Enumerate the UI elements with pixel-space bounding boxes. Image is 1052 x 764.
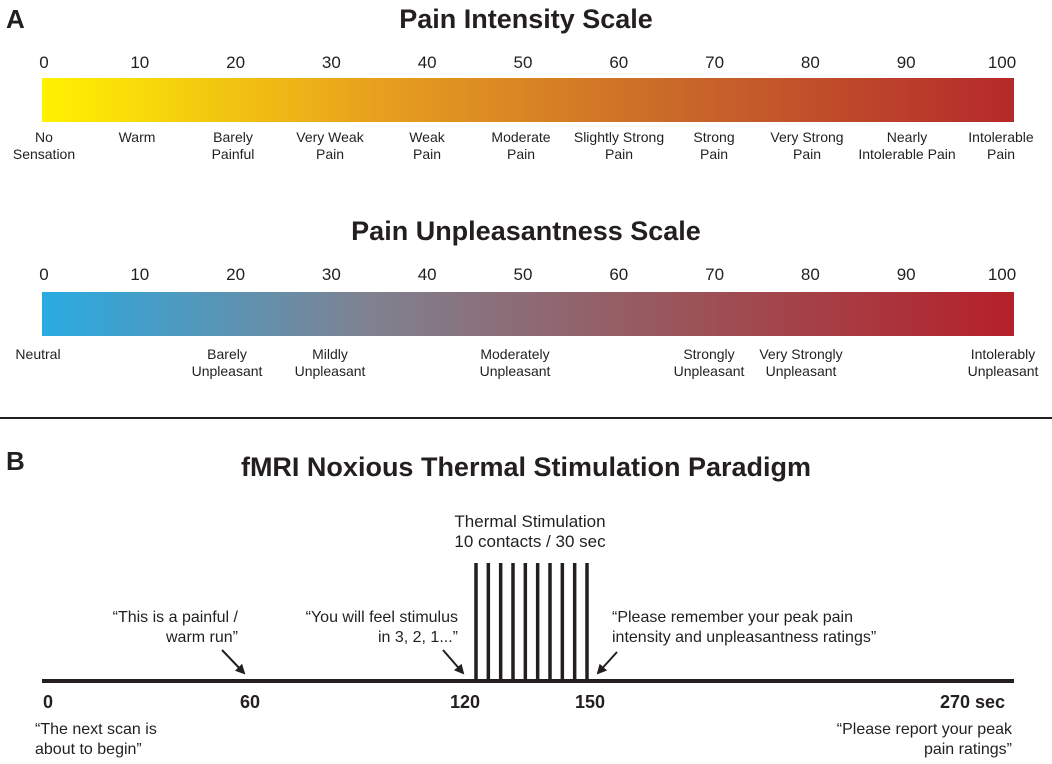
intensity-tick-30: 30 xyxy=(321,53,341,72)
unpleasantness-gradient-bar xyxy=(42,292,1014,336)
time-tick-150: 150 xyxy=(575,692,606,712)
intensity-descriptor: Very Weak Pain xyxy=(296,129,364,162)
unpleasantness-tick-0: 0 xyxy=(39,265,49,284)
intensity-descriptor: No Sensation xyxy=(12,129,76,162)
unpleasantness-descriptor: Strongly Unpleasant xyxy=(673,346,745,379)
stimulation-bars xyxy=(474,563,589,681)
intensity-descriptor: Moderate Pain xyxy=(491,129,551,162)
intensity-tick-100: 100 xyxy=(987,53,1017,72)
time-tick-120: 120 xyxy=(450,692,481,712)
intensity-descriptor: Barely Painful xyxy=(211,129,255,162)
arrow-feel-stimulus xyxy=(442,649,465,675)
unpleasantness-descriptor: Very Strongly Unpleasant xyxy=(759,346,843,379)
unpleasantness-tick-10: 10 xyxy=(130,265,150,284)
time-tick-0: 0 xyxy=(43,692,54,712)
panel-divider xyxy=(0,417,1052,419)
quote-feel-stimulus: “You will feel stimulus in 3, 2, 1...” xyxy=(305,609,458,646)
intensity-tick-50: 50 xyxy=(513,53,533,72)
intensity-descriptor: Strong Pain xyxy=(693,129,735,162)
unpleasantness-descriptor: Barely Unpleasant xyxy=(191,346,263,379)
unpleasantness-tick-30: 30 xyxy=(321,265,341,284)
unpleasantness-tick-90: 90 xyxy=(896,265,916,284)
intensity-descriptor: Slightly Strong Pain xyxy=(573,129,665,162)
unpleasantness-descriptor: Intolerably Unpleasant xyxy=(967,346,1039,379)
unpleasantness-descriptor: Mildly Unpleasant xyxy=(294,346,366,379)
paradigm-title: fMRI Noxious Thermal Stimulation Paradig… xyxy=(240,452,812,482)
time-tick-270: 270 sec xyxy=(940,692,1006,712)
panel-b-letter: B xyxy=(6,446,25,476)
unpleasantness-tick-80: 80 xyxy=(800,265,820,284)
thermal-stimulation-label: Thermal Stimulation 10 contacts / 30 sec xyxy=(454,512,606,551)
unpleasantness-tick-50: 50 xyxy=(513,265,533,284)
intensity-descriptor: Intolerable Pain xyxy=(968,129,1034,162)
quote-report: “Please report your peak pain ratings” xyxy=(836,721,1012,758)
pain-unpleasantness-title: Pain Unpleasantness Scale xyxy=(351,216,701,246)
unpleasantness-tick-60: 60 xyxy=(609,265,629,284)
intensity-gradient-bar xyxy=(42,78,1014,122)
intensity-descriptor: Weak Pain xyxy=(409,129,445,162)
quote-next-scan: “The next scan is about to begin” xyxy=(35,721,157,758)
time-tick-60: 60 xyxy=(240,692,261,712)
intensity-tick-90: 90 xyxy=(896,53,916,72)
unpleasantness-tick-40: 40 xyxy=(417,265,437,284)
unpleasantness-tick-100: 100 xyxy=(987,265,1017,284)
intensity-tick-10: 10 xyxy=(130,53,150,72)
intensity-descriptor: Very Strong Pain xyxy=(770,129,844,162)
unpleasantness-tick-70: 70 xyxy=(705,265,725,284)
unpleasantness-tick-20: 20 xyxy=(226,265,246,284)
intensity-tick-0: 0 xyxy=(39,53,49,72)
pain-intensity-title: Pain Intensity Scale xyxy=(399,4,653,34)
unpleasantness-descriptor: Neutral xyxy=(15,346,61,362)
intensity-tick-80: 80 xyxy=(800,53,820,72)
panel-a-letter: A xyxy=(6,4,25,34)
intensity-tick-20: 20 xyxy=(226,53,246,72)
intensity-descriptor: Nearly Intolerable Pain xyxy=(858,129,956,162)
unpleasantness-descriptor: Moderately Unpleasant xyxy=(479,346,551,379)
arrow-remember xyxy=(596,651,618,675)
quote-remember: “Please remember your peak pain intensit… xyxy=(612,609,877,646)
intensity-tick-70: 70 xyxy=(705,53,725,72)
intensity-descriptor: Warm xyxy=(118,129,156,145)
intensity-tick-60: 60 xyxy=(609,53,629,72)
arrow-painful-run xyxy=(221,649,246,675)
quote-painful-run: “This is a painful / warm run” xyxy=(112,609,238,646)
intensity-tick-40: 40 xyxy=(417,53,437,72)
